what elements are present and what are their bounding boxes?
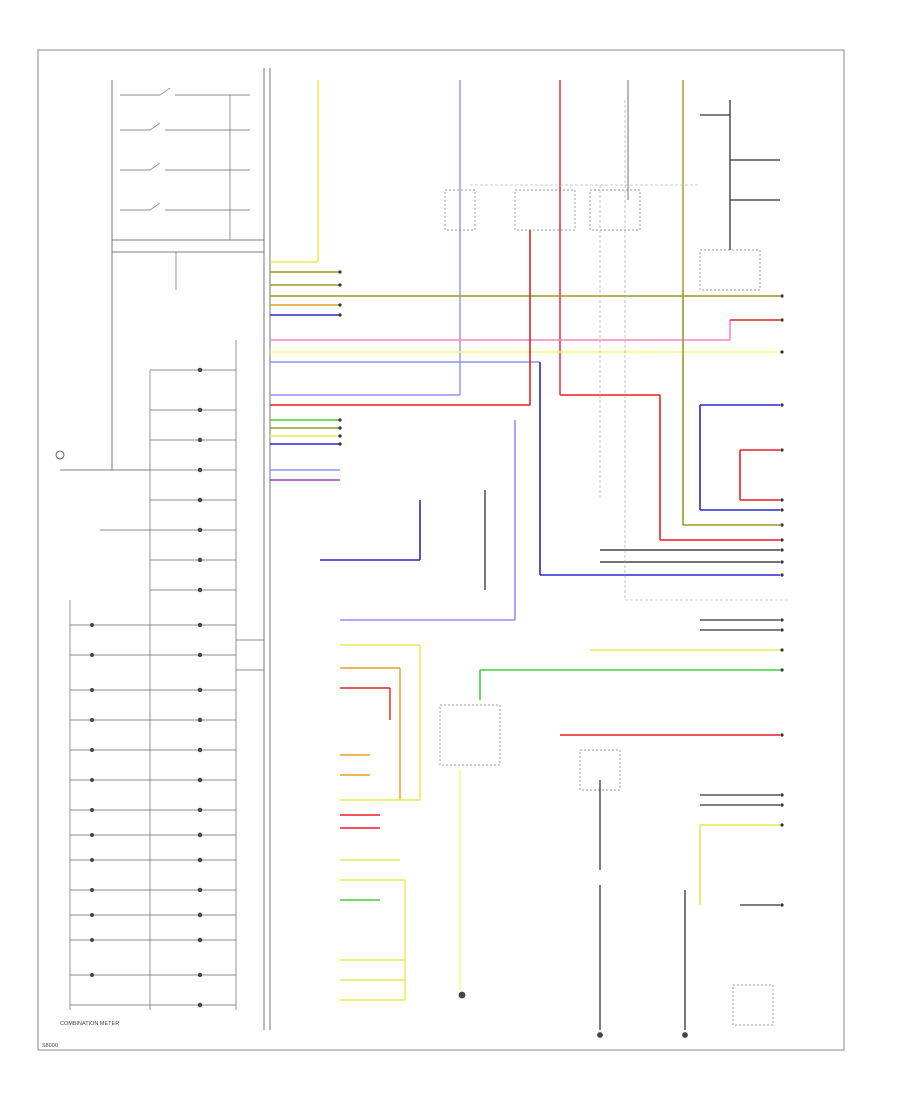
combination-meter-block xyxy=(60,68,271,1030)
lamp-icons xyxy=(90,367,203,1008)
meter-lamp-circuits xyxy=(69,340,264,1010)
harness-boundaries xyxy=(470,100,790,601)
relay-boxes xyxy=(439,189,774,1026)
cluster-label: COMBINATION METER xyxy=(60,1021,119,1027)
meter-indicator-switches xyxy=(120,87,250,290)
harness-wires xyxy=(270,230,780,905)
supply-feeds xyxy=(317,80,684,395)
fuel-sender-wires xyxy=(340,644,461,1001)
ground-icons xyxy=(55,450,688,1038)
page-id: S8000 xyxy=(42,1043,58,1049)
diagram-border xyxy=(37,49,845,1051)
signal-wires xyxy=(484,100,780,1030)
connector-icons xyxy=(338,270,784,907)
